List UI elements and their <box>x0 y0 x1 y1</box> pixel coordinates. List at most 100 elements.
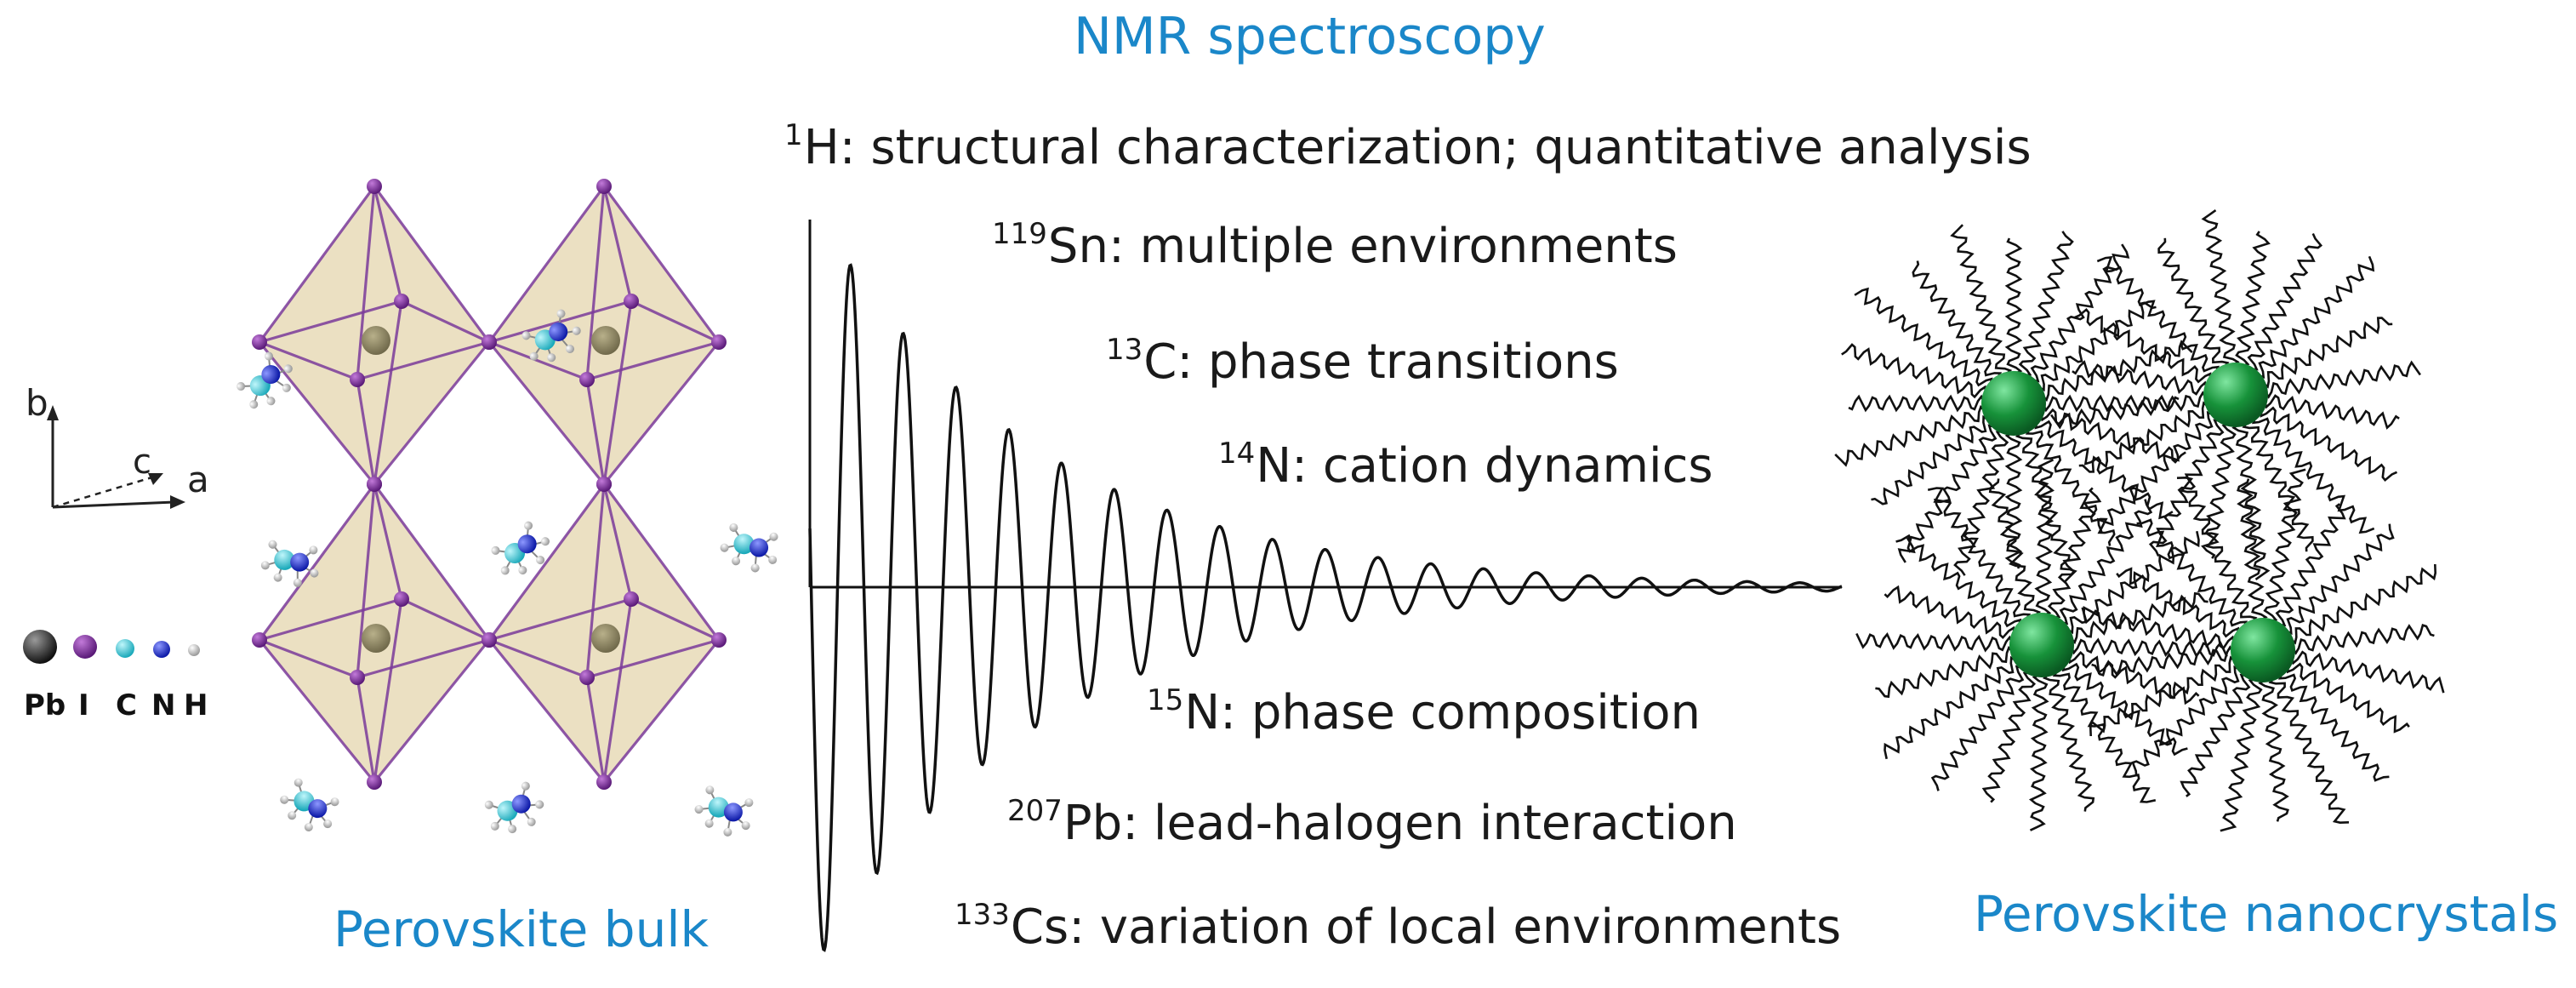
nucleus-description: : structural characterization; quantitat… <box>839 120 2032 175</box>
octahedron-face <box>259 186 402 342</box>
hydrogen-atom <box>572 326 581 335</box>
ligand-chain <box>2096 255 2220 375</box>
pb-i-bond <box>401 300 490 344</box>
pb-atom <box>591 326 620 355</box>
ligand-chain <box>2116 567 2240 638</box>
pb-i-bond <box>488 597 632 642</box>
hydrogen-atom <box>330 797 339 807</box>
hydrogen-atom <box>521 781 530 791</box>
ligand-chain <box>2068 591 2208 645</box>
nanocrystal-core <box>1981 371 2046 436</box>
pbi6-octahedron <box>482 179 727 492</box>
ligand-chain <box>1981 671 2037 803</box>
octahedron-face <box>489 484 604 677</box>
hydrogen-atom <box>323 820 333 829</box>
nucleus-description: : cation dynamics <box>1291 438 1713 494</box>
nucleus-line-119sn: 119Sn: multiple environments <box>992 220 1678 271</box>
octahedron-face <box>259 186 374 380</box>
ligand-chain <box>2028 672 2049 831</box>
pb-i-bond <box>585 483 606 678</box>
element-symbol: Sn <box>1047 219 1108 274</box>
mass-number: 14 <box>1218 437 1256 471</box>
nucleus-description: : phase composition <box>1220 685 1701 740</box>
ligand-chain <box>1855 631 2015 653</box>
ligand-chain <box>2040 408 2186 464</box>
ligand-chain <box>2290 624 2435 655</box>
perovskite-lattice <box>252 179 727 790</box>
b-axis-arrowhead <box>47 405 59 420</box>
crystal-axes: b c a <box>26 382 209 509</box>
hydrogen-atom <box>705 785 715 795</box>
hydrogen-atom <box>741 821 750 831</box>
nanocrystal-core <box>2009 613 2074 677</box>
hydrogen-atom <box>288 811 297 820</box>
ligand-chain <box>1927 487 2032 622</box>
hydrogen-atom <box>293 578 302 587</box>
pb-atom <box>362 326 390 355</box>
ligand-chain <box>2283 523 2395 635</box>
pb-i-bond <box>373 186 491 343</box>
ligand-chain <box>2050 391 2208 430</box>
hydrogen-atom <box>268 540 277 549</box>
pb-i-bond <box>487 638 606 784</box>
ligand-chain <box>2042 671 2095 812</box>
c-axis-line <box>52 475 156 509</box>
iodine-atom <box>579 670 595 685</box>
hydrogen-atom <box>750 563 760 573</box>
hydrogen-atom <box>556 309 566 318</box>
hydrogen-atom <box>723 827 732 837</box>
ligand-chain <box>1953 430 2009 576</box>
iodine-atom <box>482 632 497 648</box>
atom-legend: Pb I C N H <box>23 630 208 722</box>
ligand-chain <box>2148 419 2225 557</box>
ligand-chain <box>2136 518 2248 630</box>
ligand-chain <box>2176 476 2258 625</box>
pb-atom-icon <box>23 630 57 664</box>
nucleus-description: : multiple environments <box>1108 219 1678 274</box>
pb-i-bond <box>258 483 376 641</box>
iodine-atom <box>350 670 365 685</box>
nanocrystal-cores <box>1981 363 2295 682</box>
nucleus-description: : phase transitions <box>1177 334 1619 390</box>
pb-i-bond <box>356 638 490 679</box>
nucleus-line-133cs: 133Cs: variation of local environments <box>955 900 1841 951</box>
ligand-chain <box>2040 340 2193 403</box>
nanocrystal-core <box>2231 618 2295 682</box>
hydrogen-atom <box>260 561 270 570</box>
iodine-atom <box>711 632 727 648</box>
hydrogen-atom <box>280 795 289 804</box>
ligand-chain <box>1871 414 1992 505</box>
pb-i-bond <box>356 340 490 381</box>
pb-i-bond <box>356 677 376 783</box>
pb-atom <box>362 624 390 653</box>
mass-number: 15 <box>1147 683 1184 717</box>
ligand-chain <box>2091 645 2236 677</box>
pb-i-bond <box>585 379 606 485</box>
ligand-chain <box>2059 499 2153 625</box>
perovskite-bulk-title: Perovskite bulk <box>333 900 710 958</box>
ligand-chain <box>2231 422 2271 580</box>
octahedron-face <box>374 301 489 484</box>
methylammonium-cation <box>260 540 319 587</box>
ligand-chain <box>1834 404 1987 467</box>
c-axis-arrowhead <box>148 473 163 485</box>
perovskite-nanocrystals-title: Perovskite nanocrystals <box>1974 885 2559 943</box>
iodine-atom <box>367 774 382 790</box>
methylammonium-cation <box>720 523 778 573</box>
hydrogen-atom <box>294 778 303 787</box>
octahedron-face <box>604 301 719 484</box>
element-symbol: H <box>803 120 840 175</box>
nitrogen-atom <box>290 552 310 572</box>
pb-i-bond <box>488 340 588 381</box>
legend-label-c: C <box>116 688 137 722</box>
element-symbol: C <box>1143 334 1177 390</box>
a-axis-arrowhead <box>170 495 185 509</box>
pb-i-bond <box>602 598 633 783</box>
iodine-atom <box>596 179 612 194</box>
element-symbol: Cs <box>1010 899 1069 955</box>
pb-i-bond <box>356 483 376 678</box>
pb-i-bond <box>586 638 720 679</box>
carbon-atom <box>708 797 729 818</box>
